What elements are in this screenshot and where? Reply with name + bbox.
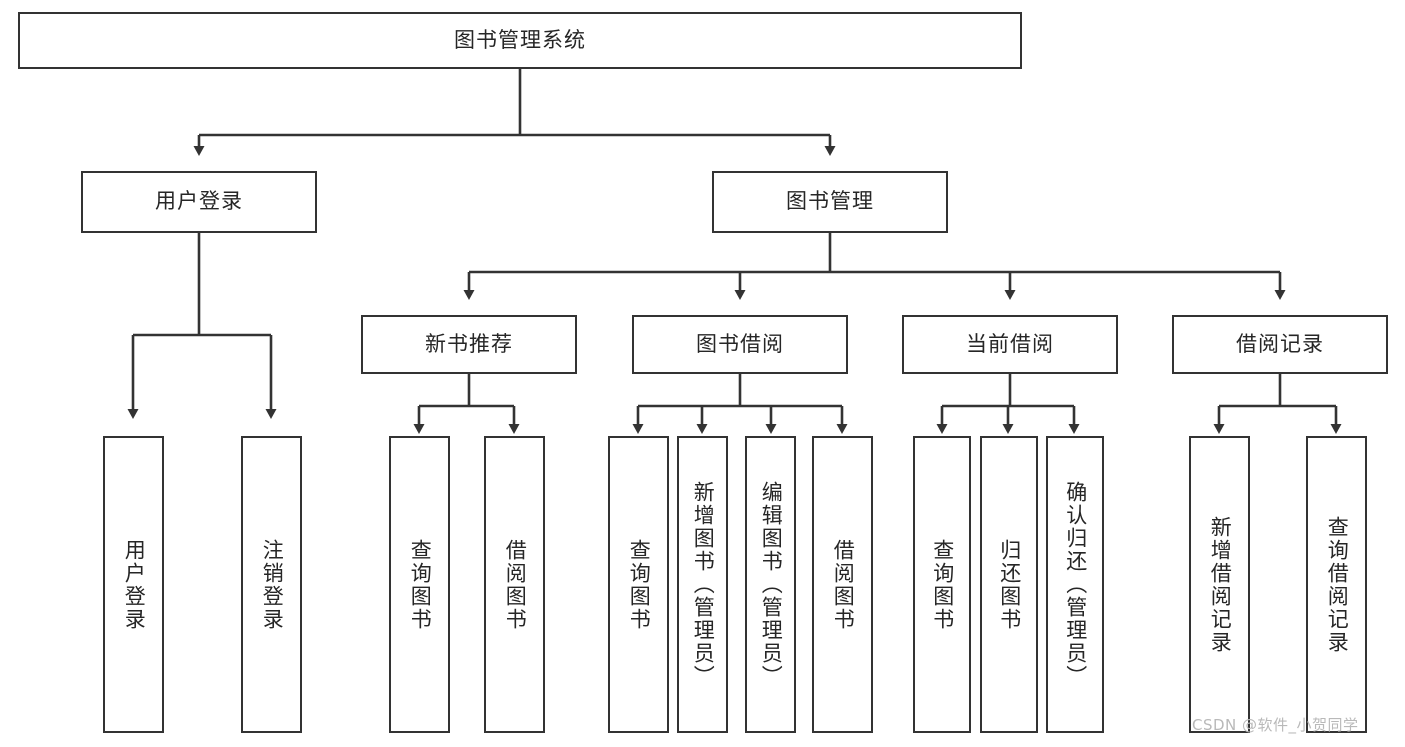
- node-root[interactable]: 图书管理系统: [18, 12, 1022, 69]
- node-new-book-rec-label: 新书推荐: [425, 331, 513, 356]
- node-leaf-query-book-3[interactable]: 查询图书: [913, 436, 971, 733]
- node-leaf-add-book-label: 新增图书（管理员）: [691, 481, 716, 688]
- node-current-borrow-label: 当前借阅: [966, 331, 1054, 356]
- node-leaf-add-record[interactable]: 新增借阅记录: [1189, 436, 1250, 733]
- node-new-book-rec[interactable]: 新书推荐: [361, 315, 577, 374]
- node-leaf-query-record[interactable]: 查询借阅记录: [1306, 436, 1367, 733]
- node-leaf-confirm-return[interactable]: 确认归还（管理员）: [1046, 436, 1104, 733]
- node-leaf-query-record-label: 查询借阅记录: [1325, 515, 1350, 654]
- node-leaf-query-book-2-label: 查询图书: [627, 538, 652, 631]
- node-book-manage[interactable]: 图书管理: [712, 171, 948, 233]
- node-leaf-borrow-book-2-label: 借阅图书: [831, 538, 856, 631]
- node-user-login[interactable]: 用户登录: [81, 171, 317, 233]
- node-book-manage-label: 图书管理: [786, 189, 874, 214]
- node-leaf-query-book-3-label: 查询图书: [930, 538, 955, 631]
- node-leaf-query-book-1[interactable]: 查询图书: [389, 436, 450, 733]
- node-leaf-return-book-label: 归还图书: [997, 538, 1022, 631]
- node-leaf-confirm-return-label: 确认归还（管理员）: [1063, 481, 1088, 688]
- node-leaf-add-book[interactable]: 新增图书（管理员）: [677, 436, 728, 733]
- node-borrow-record-label: 借阅记录: [1236, 331, 1324, 356]
- node-leaf-add-record-label: 新增借阅记录: [1208, 515, 1233, 654]
- node-leaf-user-login-label: 用户登录: [122, 538, 147, 631]
- node-leaf-logout-label: 注销登录: [260, 538, 285, 631]
- node-leaf-logout[interactable]: 注销登录: [241, 436, 302, 733]
- node-borrow-record[interactable]: 借阅记录: [1172, 315, 1388, 374]
- node-root-label: 图书管理系统: [454, 27, 586, 52]
- node-current-borrow[interactable]: 当前借阅: [902, 315, 1118, 374]
- node-leaf-return-book[interactable]: 归还图书: [980, 436, 1038, 733]
- node-leaf-query-book-1-label: 查询图书: [408, 538, 433, 631]
- node-leaf-edit-book[interactable]: 编辑图书（管理员）: [745, 436, 796, 733]
- node-leaf-borrow-book-1[interactable]: 借阅图书: [484, 436, 545, 733]
- node-leaf-edit-book-label: 编辑图书（管理员）: [759, 481, 784, 688]
- node-book-borrow-label: 图书借阅: [696, 331, 784, 356]
- node-leaf-query-book-2[interactable]: 查询图书: [608, 436, 669, 733]
- node-book-borrow[interactable]: 图书借阅: [632, 315, 848, 374]
- node-user-login-label: 用户登录: [155, 189, 243, 214]
- node-leaf-borrow-book-1-label: 借阅图书: [503, 538, 528, 631]
- node-leaf-user-login[interactable]: 用户登录: [103, 436, 164, 733]
- node-leaf-borrow-book-2[interactable]: 借阅图书: [812, 436, 873, 733]
